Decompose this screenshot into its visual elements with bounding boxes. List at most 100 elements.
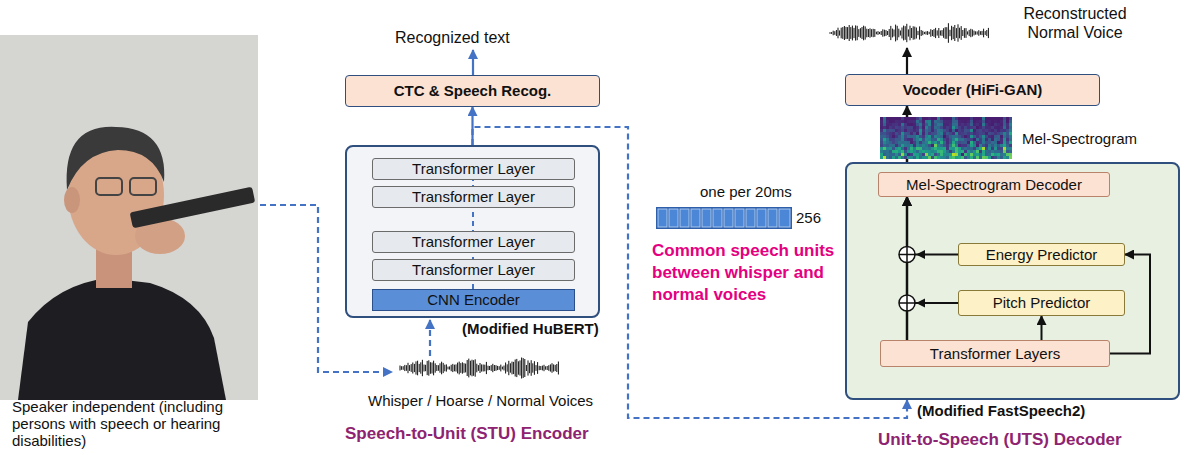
spectrogram-cell: [949, 120, 952, 123]
spectrogram-cell: [901, 141, 904, 144]
spectrogram-cell: [958, 117, 961, 120]
spectrogram-cell: [892, 123, 895, 126]
spectrogram-cell: [979, 147, 982, 150]
spectrogram-cell: [970, 126, 973, 129]
spectrogram-cell: [994, 141, 997, 144]
spectrogram-cell: [937, 147, 940, 150]
spectrogram-cell: [916, 141, 919, 144]
spectrogram-cell: [913, 120, 916, 123]
output-arrow: [906, 48, 908, 74]
spectrogram-cell: [964, 123, 967, 126]
spectrogram-cell: [892, 117, 895, 120]
spectrogram-cell: [1006, 135, 1009, 138]
spectrogram-cell: [916, 126, 919, 129]
spectrogram-cell: [952, 141, 955, 144]
spectrogram-cell: [886, 156, 889, 159]
spectrogram-cell: [913, 141, 916, 144]
spectrogram-cell: [1000, 126, 1003, 129]
spectrogram-cell: [982, 141, 985, 144]
spectrogram-cell: [919, 153, 922, 156]
spectrogram-cell: [931, 153, 934, 156]
spectrogram-cell: [880, 153, 883, 156]
spectrogram-cell: [958, 132, 961, 135]
spectrogram-cell: [988, 153, 991, 156]
spectrogram-cell: [910, 141, 913, 144]
spectrogram-cell: [901, 126, 904, 129]
spectrogram-cell: [943, 150, 946, 153]
spectrogram-cell: [991, 129, 994, 132]
spectrogram-cell: [949, 150, 952, 153]
spectrogram-cell: [982, 147, 985, 150]
spectrogram-cell: [973, 153, 976, 156]
spectrogram-cell: [1009, 144, 1012, 147]
spectrogram-cell: [928, 138, 931, 141]
spectrogram-cell: [892, 126, 895, 129]
spectrogram-cell: [934, 144, 937, 147]
spectrogram-cell: [901, 147, 904, 150]
spectrogram-cell: [991, 144, 994, 147]
spectrogram-cell: [904, 129, 907, 132]
spectrogram-cell: [943, 156, 946, 159]
spectrogram-cell: [883, 126, 886, 129]
spectrogram-cell: [943, 141, 946, 144]
spectrogram-cell: [976, 141, 979, 144]
spectrogram-cell: [1000, 129, 1003, 132]
spectrogram-cell: [970, 150, 973, 153]
spectrogram-cell: [916, 132, 919, 135]
spectrogram-cell: [1009, 123, 1012, 126]
spectrogram-cell: [982, 126, 985, 129]
unit-cell: [658, 209, 667, 227]
spectrogram-cell: [979, 120, 982, 123]
spectrogram-cell: [895, 138, 898, 141]
spectrogram-cell: [997, 123, 1000, 126]
spectrogram-cell: [895, 117, 898, 120]
spectrogram-cell: [973, 117, 976, 120]
spectrogram-cell: [976, 132, 979, 135]
spectrogram-cell: [934, 117, 937, 120]
spectrogram-cell: [883, 153, 886, 156]
spectrogram-cell: [943, 117, 946, 120]
unit-cell: [691, 209, 700, 227]
spectrogram-cell: [970, 156, 973, 159]
adder-cross: [899, 247, 915, 263]
spectrogram-cell: [997, 132, 1000, 135]
spectrogram-cell: [901, 144, 904, 147]
unit-vector: [656, 207, 792, 229]
spectrogram-cell: [901, 120, 904, 123]
dimension-label: 256: [796, 209, 821, 227]
spectrogram-cell: [949, 156, 952, 159]
spectrogram-cell: [943, 120, 946, 123]
adder-circle: [899, 247, 915, 263]
spectrogram-cell: [901, 138, 904, 141]
spectrogram-cell: [988, 120, 991, 123]
spectrogram-cell: [883, 132, 886, 135]
spectrogram-cell: [961, 126, 964, 129]
spectrogram-cell: [943, 153, 946, 156]
spectrogram-cell: [997, 153, 1000, 156]
spectrogram-cell: [880, 144, 883, 147]
spectrogram-cell: [892, 120, 895, 123]
spectrogram-cell: [916, 120, 919, 123]
spectrogram-cell: [940, 141, 943, 144]
spectrogram-cell: [901, 135, 904, 138]
spectrogram-cell: [961, 153, 964, 156]
spectrogram-cell: [898, 144, 901, 147]
spectrogram-cell: [1003, 144, 1006, 147]
spectrogram-cell: [961, 147, 964, 150]
spectrogram-cell: [886, 126, 889, 129]
spectrogram-cell: [910, 135, 913, 138]
spectrogram-cell: [988, 144, 991, 147]
spectrogram-cell: [931, 144, 934, 147]
spectrogram-cell: [988, 132, 991, 135]
glasses: [96, 178, 122, 195]
spectrogram-cell: [985, 144, 988, 147]
spectrogram-cell: [919, 120, 922, 123]
spectrogram-cell: [979, 156, 982, 159]
spectrogram-cell: [937, 156, 940, 159]
spectrogram-cell: [994, 120, 997, 123]
spectrogram-cell: [931, 138, 934, 141]
spectrogram-cell: [922, 135, 925, 138]
block-heading: (Modified HuBERT): [462, 320, 599, 338]
spectrogram-cell: [925, 156, 928, 159]
box-label: Vocoder (HiFi-GAN): [903, 81, 1043, 99]
